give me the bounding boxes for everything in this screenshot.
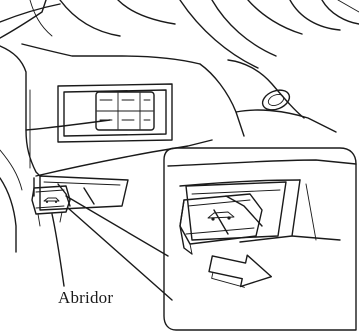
label-leader (52, 214, 64, 286)
hood-release-label: Abridor (58, 288, 113, 308)
car-silhouette-icon (208, 212, 234, 221)
zoom-inset (164, 148, 356, 330)
hood-release-lever-large (180, 194, 262, 254)
arrow-right-icon (207, 248, 274, 292)
car-silhouette-icon (44, 198, 59, 203)
dashboard-panel (0, 0, 359, 252)
zoom-leader-lines (66, 196, 172, 300)
